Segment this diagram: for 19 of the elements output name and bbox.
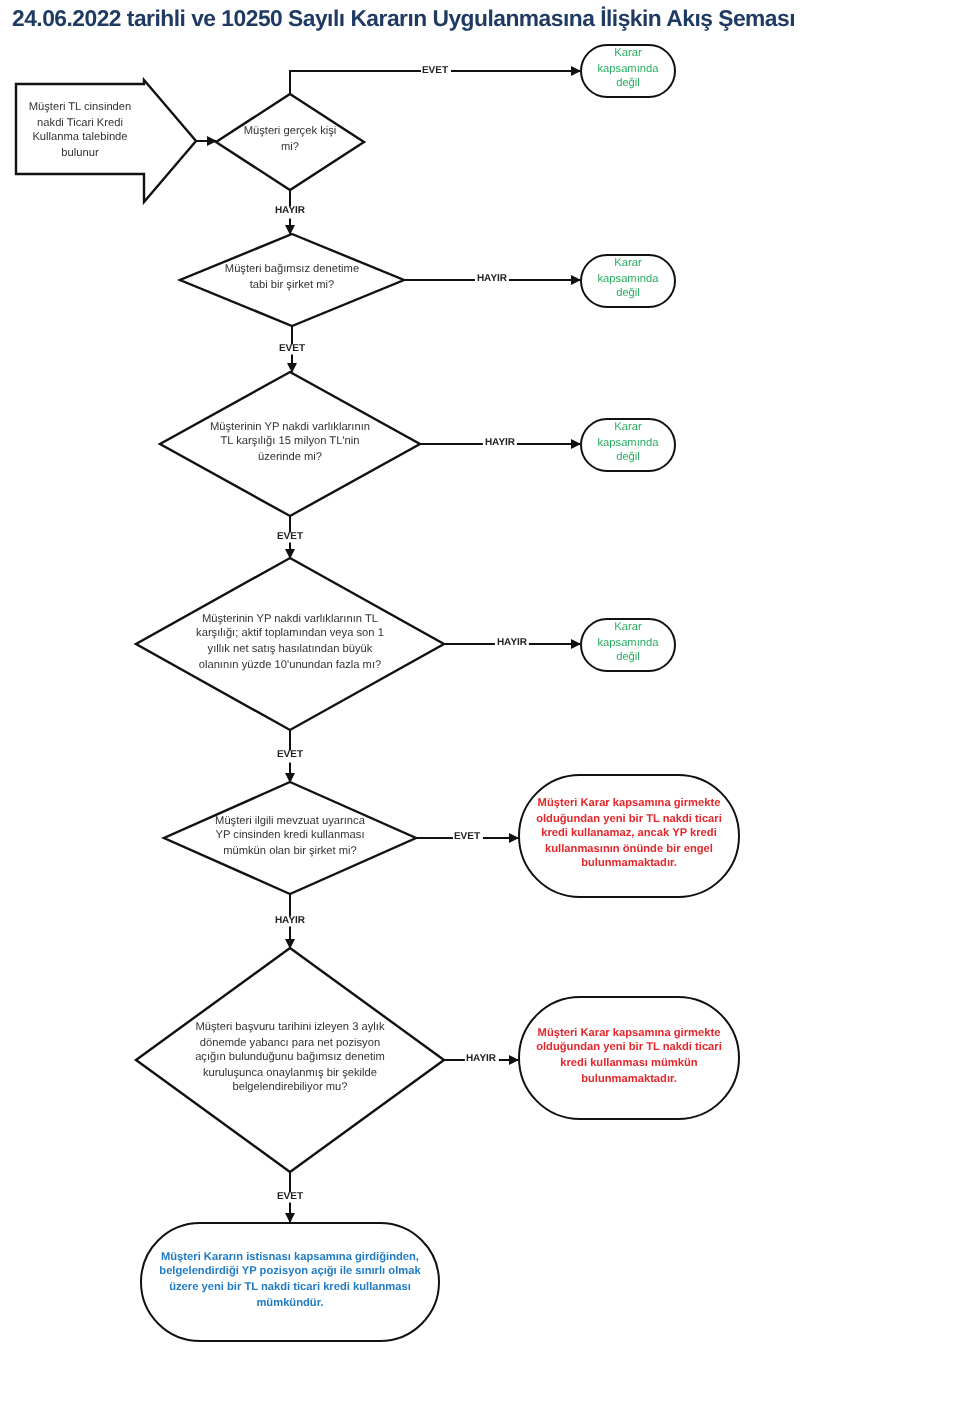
arrow (289, 66, 581, 95)
decision-diamond (180, 234, 404, 326)
decision-diamond (136, 558, 444, 730)
arrow (195, 136, 217, 146)
block-arrow (16, 80, 196, 202)
arrow (285, 515, 295, 559)
arrow (287, 325, 297, 373)
terminal-box (580, 418, 676, 472)
diagram-title: 24.06.2022 tarihli ve 10250 Sayılı Kararın Uygulanmasına İlişkin Akış Şeması (12, 8, 798, 32)
decision-diamond (136, 948, 444, 1172)
decision-diamond (164, 782, 416, 894)
decision-diamond (160, 372, 420, 516)
decision-diamond (216, 94, 364, 190)
terminal-box (580, 254, 676, 308)
arrow (285, 189, 295, 235)
terminal-box (580, 44, 676, 98)
arrow (285, 893, 295, 949)
terminal-box (580, 618, 676, 672)
arrow (403, 275, 581, 285)
